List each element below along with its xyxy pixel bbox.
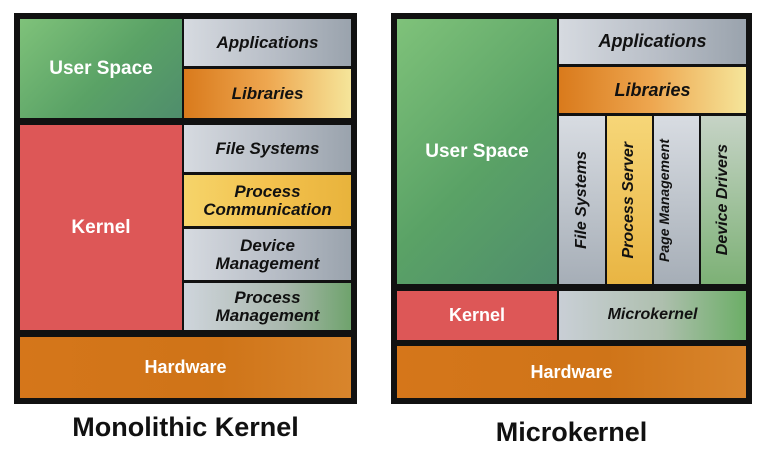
mono-process-communication: Process Communication [184, 175, 351, 226]
mono-caption: Monolithic Kernel [72, 412, 299, 442]
micro-page-management: Page Management [654, 116, 699, 284]
micro-microkernel: Microkernel [559, 291, 746, 340]
mono-process-management: Process Management [184, 283, 351, 330]
mono-process-management-label: Process Management [215, 287, 320, 325]
micro-applications-label: Applications [598, 31, 707, 52]
mono-hardware: Hardware [20, 337, 351, 398]
micro-user-space-label: User Space [425, 140, 529, 162]
mono-process-communication-label: Process Communication [203, 181, 332, 219]
mono-device-management-label: Device Management [215, 235, 320, 273]
mono-user-space: User Space [20, 19, 182, 118]
mono-applications: Applications [184, 19, 351, 66]
micro-caption: Microkernel [495, 417, 648, 447]
micro-libraries: Libraries [559, 67, 746, 113]
micro-process-server: Process Server [607, 116, 652, 284]
micro-device-drivers-label: Device Drivers [714, 144, 732, 256]
mono-file-systems-label: File Systems [215, 138, 320, 158]
mono-device-management: Device Management [184, 229, 351, 280]
micro-hardware-label: Hardware [530, 361, 613, 382]
mono-user-space-label: User Space [49, 57, 153, 79]
micro-device-drivers: Device Drivers [701, 116, 746, 284]
micro-applications: Applications [559, 19, 746, 64]
mono-hardware-label: Hardware [144, 357, 227, 378]
micro-kernel-label: Kernel [448, 305, 506, 326]
mono-file-systems: File Systems [184, 125, 351, 172]
micro-file-systems: File Systems [559, 116, 605, 284]
micro-file-systems-label: File Systems [572, 151, 590, 249]
micro-process-server-label: Process Server [620, 141, 638, 259]
mono-kernel-label: Kernel [71, 216, 131, 238]
micro-libraries-label: Libraries [614, 79, 691, 100]
mono-libraries: Libraries [184, 69, 351, 118]
mono-libraries-label: Libraries [231, 83, 304, 103]
mono-kernel: Kernel [20, 125, 182, 330]
micro-microkernel-label: Microkernel [607, 306, 698, 324]
micro-kernel: Kernel [397, 291, 557, 340]
micro-hardware: Hardware [397, 346, 746, 398]
micro-user-space: User Space [397, 19, 557, 284]
micro-page-management-label: Page Management [655, 138, 672, 262]
mono-applications-label: Applications [216, 32, 319, 52]
